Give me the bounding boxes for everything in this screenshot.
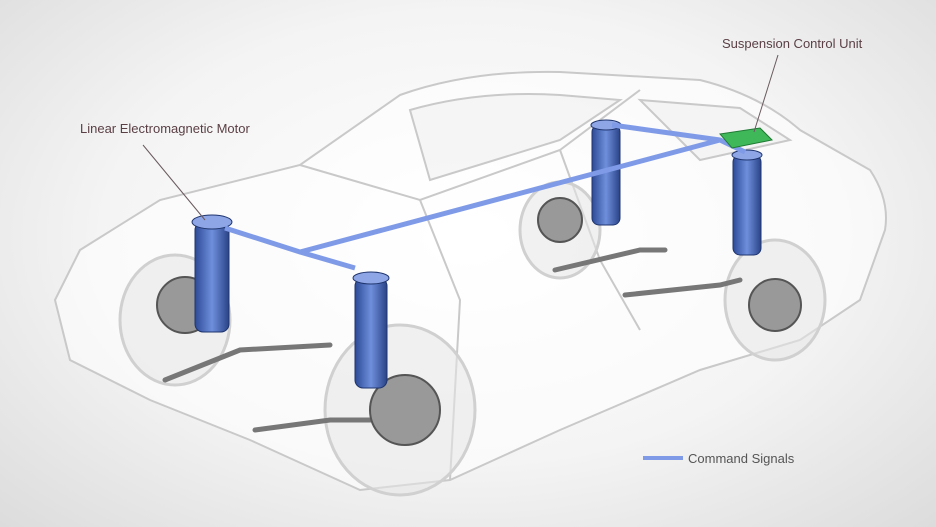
control-unit-leader-line <box>753 54 779 133</box>
strut-front-left <box>194 221 230 333</box>
command-signal-lines <box>224 122 747 271</box>
suspension-control-unit <box>719 127 774 149</box>
strut-rear-right <box>732 154 762 256</box>
legend-command-signals: Command Signals <box>688 451 795 466</box>
car-outline <box>53 70 887 492</box>
control-unit-label: Suspension Control Unit <box>722 36 863 51</box>
strut-front-right <box>354 277 388 389</box>
linear-motor-struts <box>191 119 763 389</box>
suspension-arms <box>162 247 743 433</box>
motor-leader-line <box>142 144 206 221</box>
motor-label: Linear Electromagnetic Motor <box>80 121 250 136</box>
